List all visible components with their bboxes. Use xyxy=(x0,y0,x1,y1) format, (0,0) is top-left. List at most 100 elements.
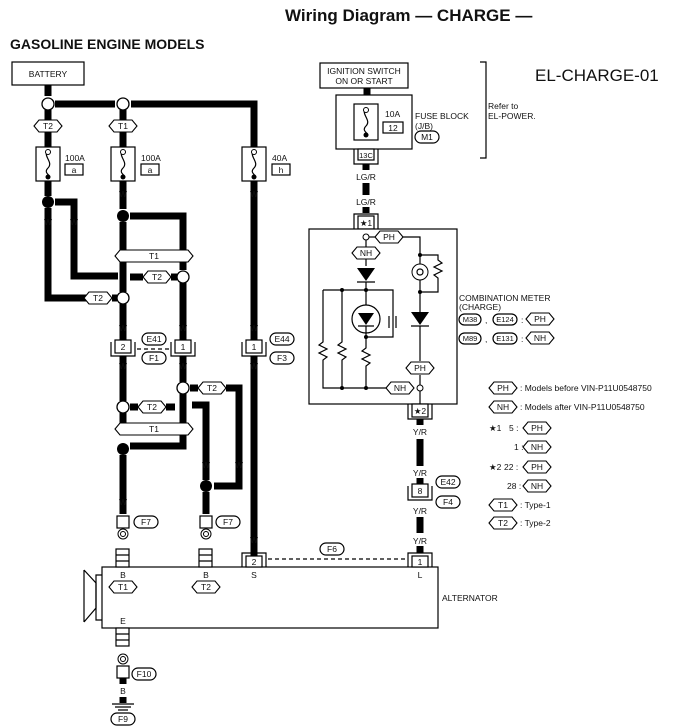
svg-text:T2: T2 xyxy=(498,518,508,528)
svg-text:FUSE BLOCK: FUSE BLOCK xyxy=(415,111,469,121)
svg-text:2: 2 xyxy=(121,342,126,352)
svg-text:T2: T2 xyxy=(147,402,157,412)
svg-text:E: E xyxy=(120,616,126,626)
svg-text:: Type-2: : Type-2 xyxy=(520,518,551,528)
tag-t2: T2 xyxy=(83,291,113,305)
battery-label: BATTERY xyxy=(29,69,68,79)
svg-text:Y/R: Y/R xyxy=(413,506,427,516)
svg-text:F7: F7 xyxy=(223,517,233,527)
svg-text:B: B xyxy=(203,570,209,580)
svg-text:★1: ★1 xyxy=(489,423,502,433)
svg-text:W: W xyxy=(119,497,127,507)
svg-text:1: 1 xyxy=(181,342,186,352)
svg-text:28 :: 28 : xyxy=(507,481,521,491)
svg-text:F4: F4 xyxy=(443,497,453,507)
svg-text:Y/R: Y/R xyxy=(413,536,427,546)
svg-text:W: W xyxy=(202,460,210,470)
svg-text:,: , xyxy=(485,315,487,325)
svg-text:100A: 100A xyxy=(65,153,85,163)
page-title: Wiring Diagram — CHARGE — xyxy=(285,6,532,25)
svg-text:B: B xyxy=(120,570,126,580)
svg-text:W: W xyxy=(44,217,52,227)
svg-text:LG/R: LG/R xyxy=(356,172,376,182)
svg-text:★2: ★2 xyxy=(414,406,427,416)
svg-text:10A: 10A xyxy=(385,109,400,119)
tag-t1-bar: T1 xyxy=(114,249,194,263)
svg-text:5 :: 5 : xyxy=(509,423,518,433)
tag-t2: T2 xyxy=(197,381,227,395)
svg-text:13C: 13C xyxy=(359,151,373,160)
meter-connectors: M38 , E124 : PH M89 , E131 : NH xyxy=(458,312,555,345)
svg-text:T2: T2 xyxy=(207,383,217,393)
fusible-link-1: 100A a xyxy=(35,146,85,182)
svg-text:(J/B): (J/B) xyxy=(415,121,433,131)
splice-node xyxy=(116,97,130,111)
ignition-switch-box xyxy=(319,62,409,89)
svg-text:(CHARGE): (CHARGE) xyxy=(459,302,501,312)
svg-text:IGNITION SWITCH: IGNITION SWITCH xyxy=(327,66,401,76)
svg-text:T2: T2 xyxy=(152,272,162,282)
svg-text:E42: E42 xyxy=(440,477,455,487)
svg-text:NH: NH xyxy=(534,333,546,343)
connector-f6: 2 1 F6 xyxy=(241,542,433,568)
svg-text:100A: 100A xyxy=(141,153,161,163)
svg-text:W: W xyxy=(250,361,258,371)
svg-text:a: a xyxy=(72,165,77,175)
svg-text:F3: F3 xyxy=(277,353,287,363)
svg-text:★2: ★2 xyxy=(489,462,502,472)
ground-f10-f9: F10 B F9 xyxy=(110,653,157,726)
svg-text::: : xyxy=(521,334,523,344)
svg-text:8: 8 xyxy=(418,486,423,496)
svg-text::: : xyxy=(521,315,523,325)
svg-text:: Models before VIN-P11U054875: : Models before VIN-P11U0548750 xyxy=(520,383,652,393)
svg-text:NH: NH xyxy=(497,402,509,412)
svg-text:PH: PH xyxy=(531,462,543,472)
svg-text:B: B xyxy=(120,686,126,696)
svg-text:h: h xyxy=(279,165,284,175)
svg-text:a: a xyxy=(148,165,153,175)
svg-text:W: W xyxy=(179,323,187,333)
svg-text:E131: E131 xyxy=(496,334,514,343)
svg-text:: Type-1: : Type-1 xyxy=(520,500,551,510)
svg-text:PH: PH xyxy=(414,363,426,373)
bracket xyxy=(480,61,487,159)
svg-text:L: L xyxy=(418,570,423,580)
svg-text:ON OR START: ON OR START xyxy=(335,76,392,86)
tag-t1: T1 xyxy=(108,119,138,133)
legend: PH : Models before VIN-P11U0548750 NH : … xyxy=(488,381,652,530)
svg-text:S: S xyxy=(251,570,257,580)
svg-text:W: W xyxy=(250,189,258,199)
svg-text:F10: F10 xyxy=(137,669,152,679)
svg-text:T1: T1 xyxy=(498,500,508,510)
svg-text:M89: M89 xyxy=(463,334,478,343)
svg-text:M1: M1 xyxy=(421,132,433,142)
svg-text:F9: F9 xyxy=(118,714,128,724)
svg-text:E124: E124 xyxy=(496,315,514,324)
svg-text:1: 1 xyxy=(252,342,257,352)
diagram-code: EL-CHARGE-01 xyxy=(535,66,659,85)
connector-f7-right: F7 xyxy=(199,515,241,540)
svg-text:T1: T1 xyxy=(118,121,128,131)
svg-text:F7: F7 xyxy=(141,517,151,527)
connector-e41-f1: 2 1 E41 F1 xyxy=(110,332,196,365)
svg-text:PH: PH xyxy=(534,314,546,324)
svg-text:: Models after VIN-P11U0548750: : Models after VIN-P11U0548750 xyxy=(520,402,645,412)
svg-text:W: W xyxy=(119,361,127,371)
svg-text:T2: T2 xyxy=(201,582,211,592)
svg-text:F1: F1 xyxy=(149,353,159,363)
svg-text:NH: NH xyxy=(394,383,406,393)
svg-text:COMBINATION METER: COMBINATION METER xyxy=(459,293,550,303)
svg-text:Y/R: Y/R xyxy=(413,468,427,478)
svg-text:LG/R: LG/R xyxy=(356,197,376,207)
svg-text:12: 12 xyxy=(388,123,398,133)
svg-text:PH: PH xyxy=(531,423,543,433)
svg-text:NH: NH xyxy=(531,481,543,491)
combination-meter: PH NH NH PH xyxy=(308,228,458,405)
svg-text:EL-POWER.: EL-POWER. xyxy=(488,111,536,121)
svg-text:,: , xyxy=(485,334,487,344)
svg-text:NH: NH xyxy=(360,248,372,258)
svg-text:W: W xyxy=(119,323,127,333)
svg-text:T2: T2 xyxy=(43,121,53,131)
svg-text:E41: E41 xyxy=(146,334,161,344)
